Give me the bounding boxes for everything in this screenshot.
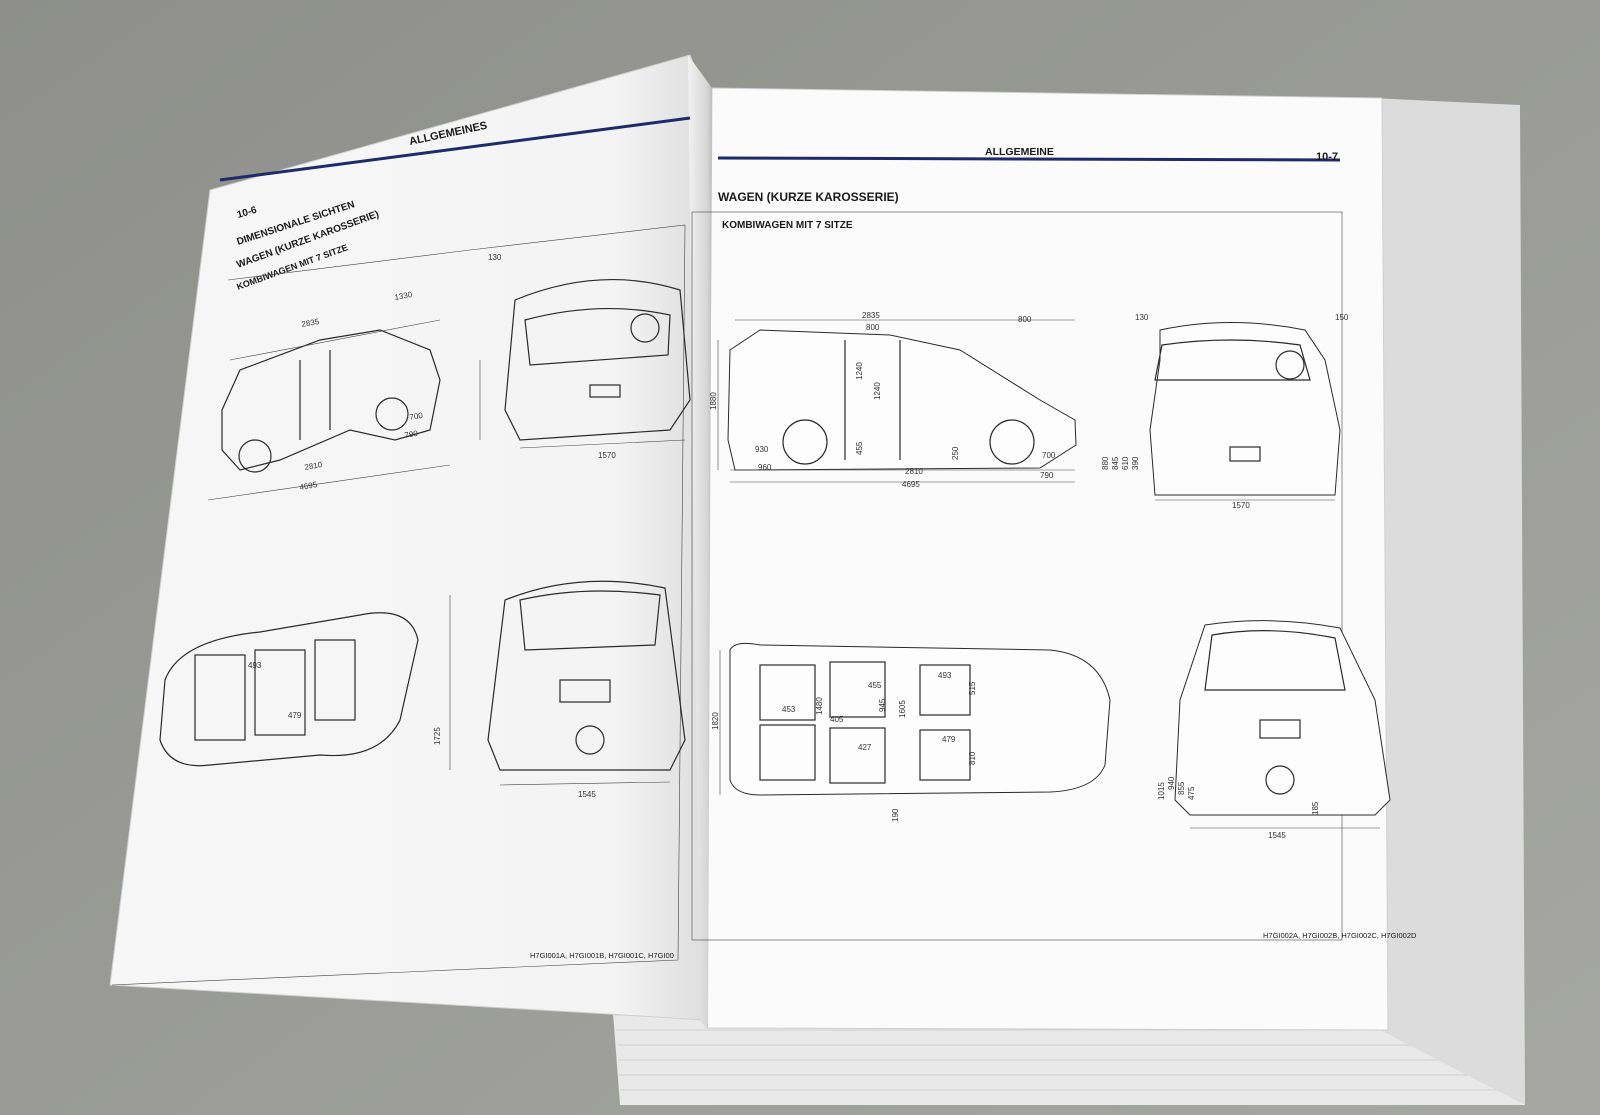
r-dim-790: 790 [1040, 471, 1054, 480]
left-dim-790: 790 [404, 429, 419, 440]
right-page-content: ALLGEMEINE 10-7 WAGEN (KURZE KAROSSERIE)… [691, 146, 1417, 941]
left-dim-479: 479 [288, 711, 302, 720]
left-dim-700: 700 [409, 411, 424, 422]
r-dim-2810: 2810 [905, 467, 923, 476]
right-rear-view: 1015 940 855 475 185 1545 [1157, 620, 1391, 840]
r-dim-1480: 1480 [815, 697, 824, 715]
r-dim-1880: 1880 [709, 392, 718, 410]
right-subsection: WAGEN (KURZE KAROSSERIE) [718, 190, 899, 204]
r-dim-515: 515 [968, 681, 977, 695]
right-header-rule [717, 156, 1341, 162]
r-dim-1240b: 1240 [873, 382, 882, 400]
r-dim-493: 493 [938, 671, 952, 680]
right-side-view: 2835 800 800 1240 1240 1880 930 455 250 … [709, 311, 1077, 489]
r-dim-1570: 1570 [1232, 501, 1250, 510]
left-dim-2835: 2835 [301, 317, 321, 329]
r-dim-700: 700 [1042, 451, 1056, 460]
left-rear-view: 1545 1725 [433, 580, 686, 799]
r-dim-855: 855 [1177, 781, 1186, 795]
r-dim-4695: 4695 [902, 480, 920, 489]
r-dim-960: 960 [758, 463, 772, 472]
r-dim-845: 845 [1111, 456, 1120, 470]
left-dim-130: 130 [488, 253, 502, 262]
r-dim-810: 810 [968, 751, 977, 765]
right-page-number: 10-7 [1316, 151, 1338, 163]
r-dim-940: 940 [1167, 776, 1176, 790]
r-dim-479: 479 [942, 735, 956, 744]
left-figure-codes: H7GI001A, H7GI001B, H7GI001C, H7GI00 [530, 951, 674, 960]
left-dim-2810: 2810 [304, 460, 324, 472]
r-dim-1605: 1605 [898, 700, 907, 718]
r-dim-800b: 800 [866, 323, 880, 332]
r-dim-427: 427 [858, 743, 872, 752]
r-dim-390: 390 [1131, 456, 1140, 470]
left-page-number: 10-6 [236, 205, 259, 221]
r-dim-945: 945 [878, 698, 887, 712]
left-dim-1545: 1545 [578, 790, 596, 799]
r-dim-150: 150 [1335, 313, 1349, 322]
r-dim-1015: 1015 [1157, 782, 1166, 800]
left-side-view: 2835 1330 2810 4695 700 790 [207, 290, 451, 501]
r-dim-1240a: 1240 [855, 362, 864, 380]
r-dim-800a: 800 [1018, 315, 1032, 324]
right-figure-frame [691, 211, 1343, 941]
left-dim-493: 493 [248, 661, 262, 670]
r-dim-880: 880 [1101, 456, 1110, 470]
r-dim-1820: 1820 [711, 712, 720, 730]
left-dim-1570: 1570 [598, 451, 616, 460]
r-dim-2835: 2835 [862, 311, 880, 320]
r-dim-475: 475 [1187, 786, 1196, 800]
left-dim-4695: 4695 [299, 480, 319, 492]
r-dim-405: 405 [830, 715, 844, 724]
right-front-view: 130 150 880 845 610 390 1570 [1101, 313, 1349, 510]
r-dim-1545: 1545 [1268, 831, 1286, 840]
left-front-view: 1570 130 [479, 253, 691, 460]
r-dim-455: 455 [855, 441, 864, 455]
left-dim-1725: 1725 [433, 727, 442, 745]
left-figure-frame [111, 224, 686, 986]
right-stack-side [1370, 98, 1525, 1105]
left-dim-1330: 1330 [394, 290, 414, 302]
r-dim-185: 185 [1311, 801, 1320, 815]
r-dim-190: 190 [891, 808, 900, 822]
book-spine [688, 55, 712, 1028]
right-header: ALLGEMEINE [985, 146, 1054, 158]
left-top-view: 493 479 [159, 612, 419, 767]
r-dim-250: 250 [951, 446, 960, 460]
right-variant: KOMBIWAGEN MIT 7 SITZE [722, 220, 853, 231]
r-dim-610: 610 [1121, 456, 1130, 470]
r-dim-130: 130 [1135, 313, 1149, 322]
r-dim-930: 930 [755, 445, 769, 454]
r-dim-453: 453 [782, 705, 796, 714]
right-figure-codes: H7GI002A, H7GI002B, H7GI002C, H7GI002D [1263, 931, 1417, 940]
r-dim-455: 455 [868, 681, 882, 690]
right-top-view: 1820 453 1480 405 455 945 1605 427 493 5… [711, 642, 1111, 822]
left-header-rule [219, 116, 691, 182]
